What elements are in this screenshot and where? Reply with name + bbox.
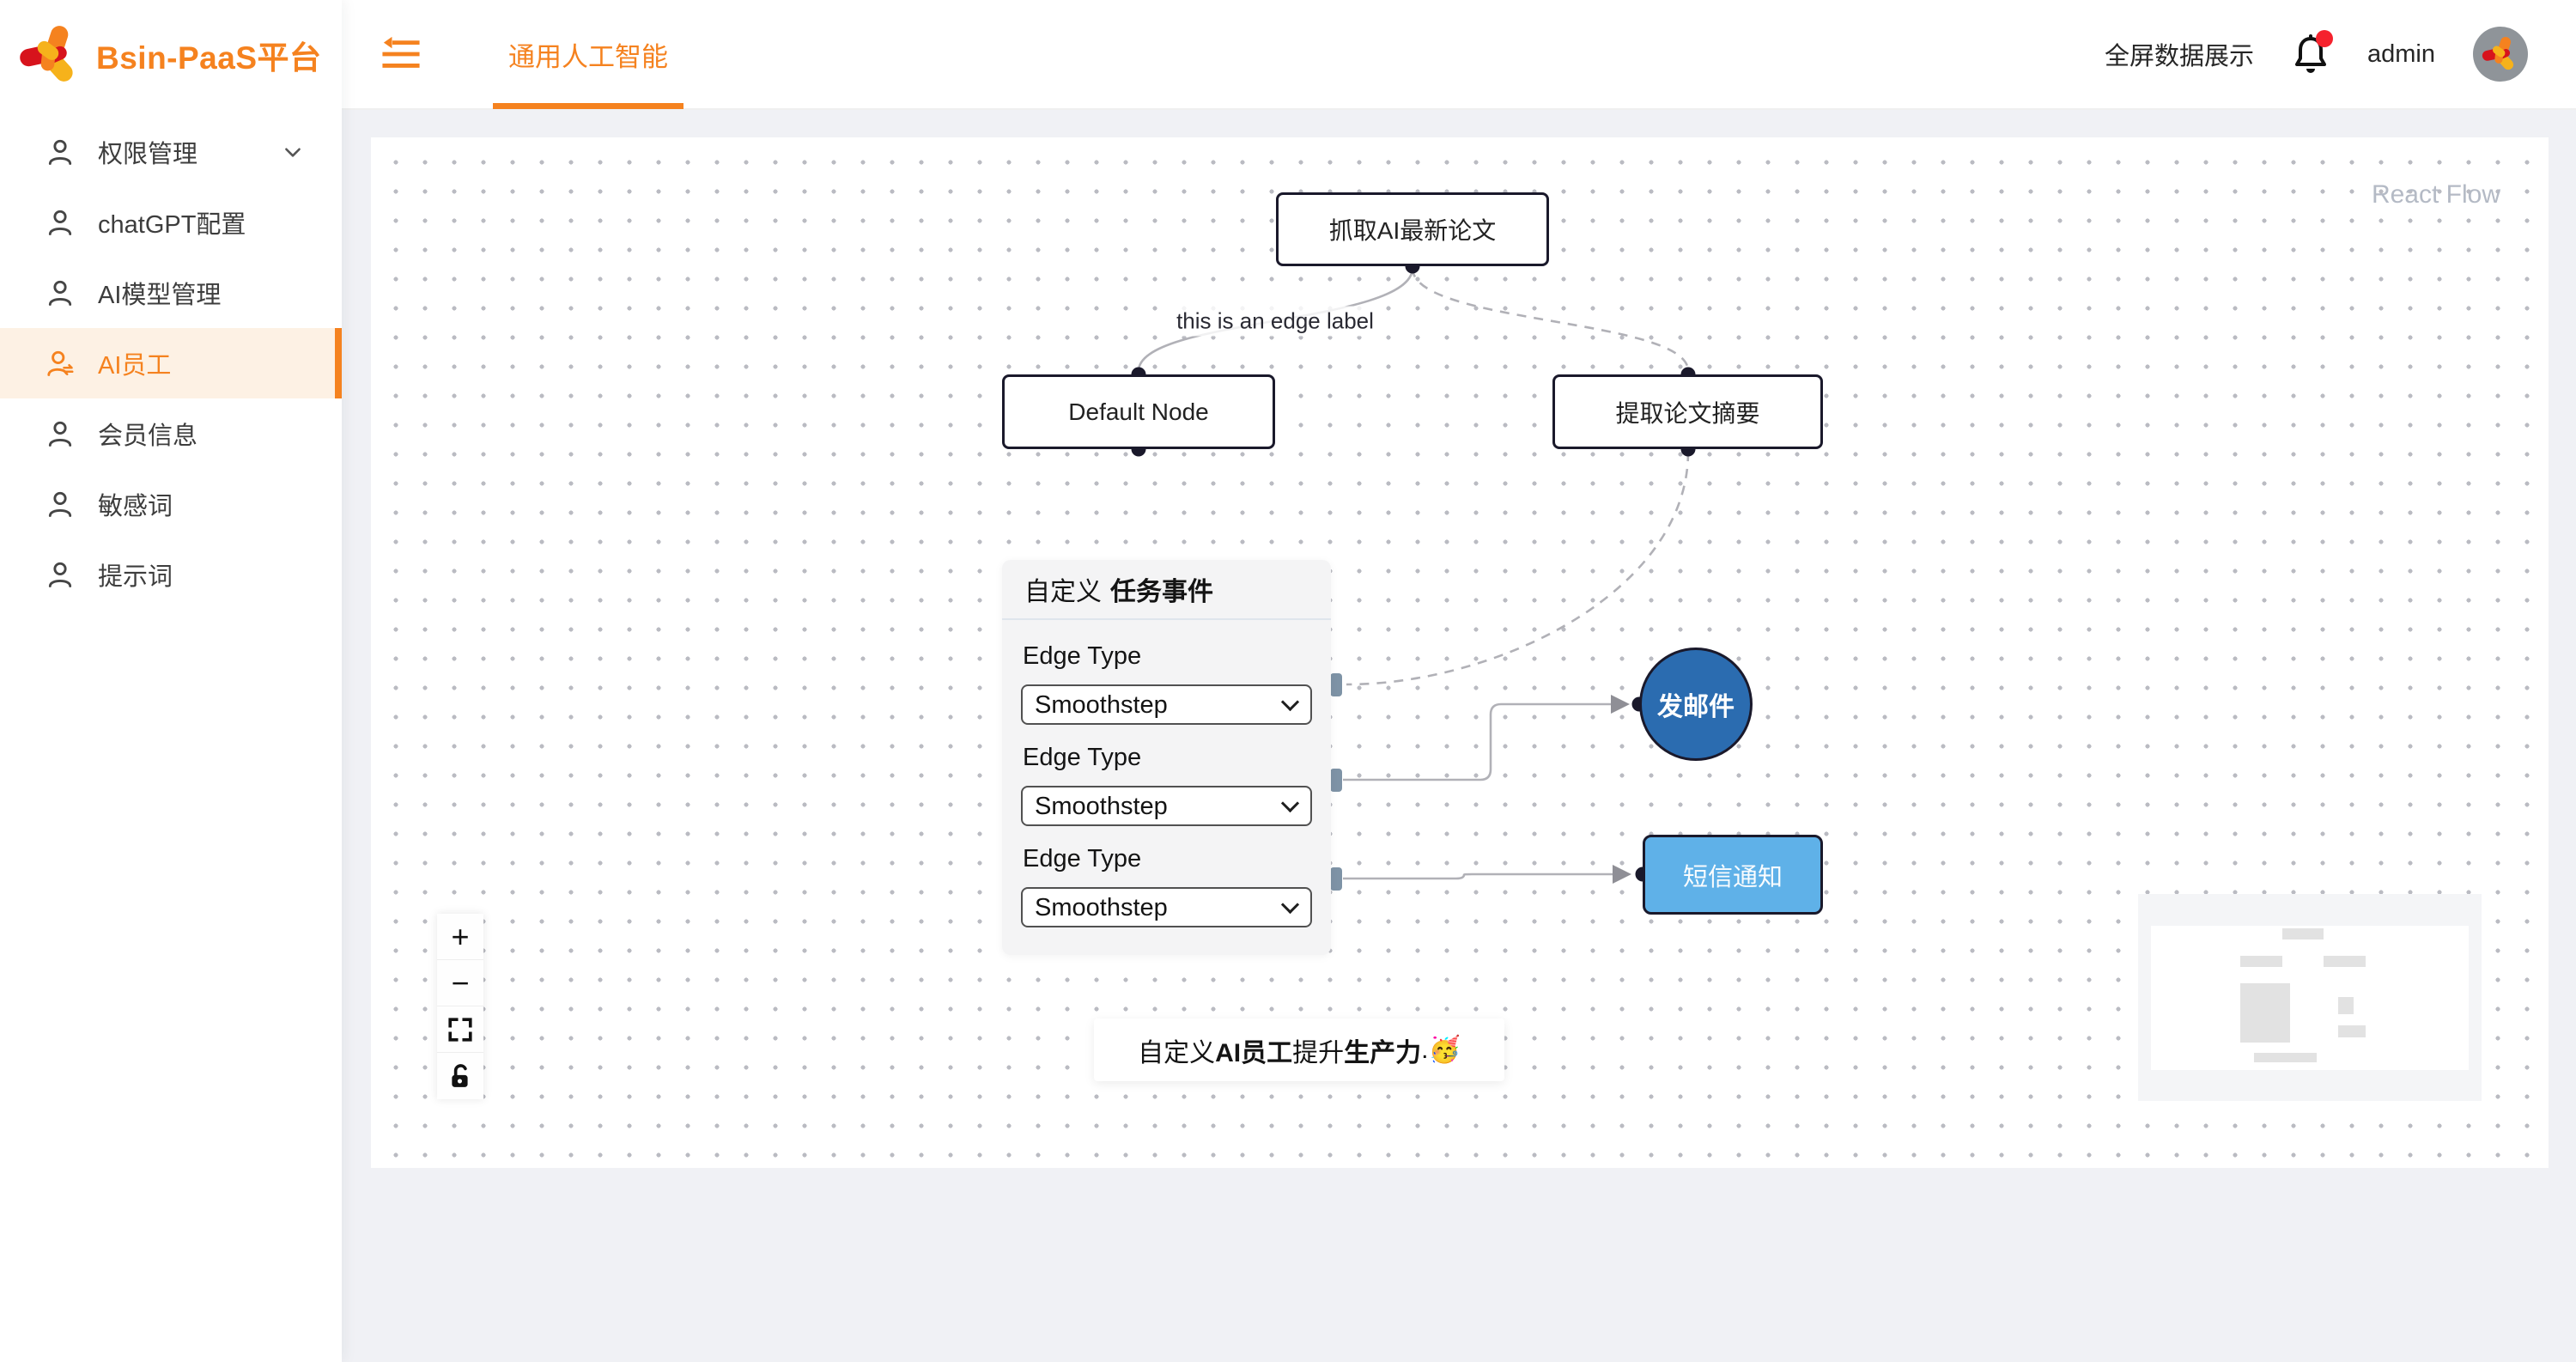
arrowhead-icon xyxy=(1611,695,1630,714)
fit-view-icon xyxy=(448,1017,472,1042)
node-fetch-ai-papers[interactable]: 抓取AI最新论文 xyxy=(1276,192,1549,266)
minimap-node xyxy=(2338,1025,2366,1037)
sidebar-item-label: AI员工 xyxy=(98,352,172,380)
node-label: Default Node xyxy=(1068,398,1209,425)
sidebar-item-label: 权限管理 xyxy=(98,141,198,168)
user-icon xyxy=(45,489,76,520)
edge-type-select-2[interactable]: Smoothstep xyxy=(1021,786,1312,826)
notification-bell[interactable] xyxy=(2292,30,2333,75)
minimap[interactable] xyxy=(2138,894,2482,1101)
brand-pinwheel-icon xyxy=(17,21,84,88)
edge-type-select-3[interactable]: Smoothstep xyxy=(1021,887,1312,927)
sidebar-item-label: 提示词 xyxy=(98,563,173,591)
sidebar-item-label: AI模型管理 xyxy=(98,282,222,309)
tab-general-ai[interactable]: 通用人工智能 xyxy=(493,0,683,109)
user-icon xyxy=(45,207,76,238)
sidebar-item-label: chatGPT配置 xyxy=(98,211,246,239)
sidebar-item-label: 会员信息 xyxy=(98,423,198,450)
sidebar-menu: 权限管理 chatGPT配置 AI模型管理 AI员工 会员信息 敏感词 提示词 xyxy=(0,110,342,610)
party-face-emoji: 🥳 xyxy=(1428,1036,1461,1064)
brand-logo[interactable]: Bsin-PaaS平台 xyxy=(0,0,342,110)
header-actions: 全屏数据展示 admin xyxy=(2105,27,2576,82)
tab-label: 通用人工智能 xyxy=(508,41,668,72)
node-sms-notify[interactable]: 短信通知 xyxy=(1643,835,1823,915)
sidebar-item-prompt-words[interactable]: 提示词 xyxy=(0,539,342,610)
lock-icon xyxy=(452,1064,468,1087)
edge-type-select-1[interactable]: Smoothstep xyxy=(1021,684,1312,725)
promo-text: 提升 xyxy=(1292,1038,1345,1067)
minimap-viewport xyxy=(2151,926,2469,1070)
tab-active-underline xyxy=(493,103,683,109)
arrowhead-icon xyxy=(1613,865,1631,884)
sidebar-item-chatgpt-config[interactable]: chatGPT配置 xyxy=(0,187,342,258)
brand-title: Bsin-PaaS平台 xyxy=(96,40,322,76)
node-label: 抓取AI最新论文 xyxy=(1328,217,1497,244)
panel-source-handles[interactable] xyxy=(1330,673,1342,891)
lock-button[interactable] xyxy=(437,1053,483,1099)
sidebar-item-label: 敏感词 xyxy=(98,493,173,520)
minimap-node xyxy=(2338,997,2354,1014)
node-label: 短信通知 xyxy=(1682,863,1783,891)
node-default[interactable]: Default Node xyxy=(1002,374,1275,449)
user-icon xyxy=(45,277,76,308)
edge-type-label: Edge Type xyxy=(1023,845,1142,873)
flow-controls: + − xyxy=(437,914,483,1099)
edge-type-label: Edge Type xyxy=(1023,744,1142,771)
zoom-in-icon: + xyxy=(451,918,470,954)
node-label: 发邮件 xyxy=(1657,693,1735,721)
menu-fold-icon[interactable] xyxy=(381,34,421,74)
avatar[interactable] xyxy=(2473,27,2528,82)
chevron-down-icon xyxy=(285,148,301,157)
user-icon xyxy=(45,418,76,449)
minimap-node xyxy=(2240,983,2290,1043)
username[interactable]: admin xyxy=(2367,40,2435,68)
promo-bold: 生产力 xyxy=(1344,1038,1422,1067)
user-icon xyxy=(45,559,76,590)
sidebar: Bsin-PaaS平台 权限管理 chatGPT配置 AI模型管理 AI员工 会… xyxy=(0,0,342,1362)
zoom-out-button[interactable]: − xyxy=(437,960,483,1006)
panel-title-prefix: 自定义 xyxy=(1024,578,1102,606)
sidebar-item-ai-model[interactable]: AI模型管理 xyxy=(0,258,342,328)
sidebar-item-member-info[interactable]: 会员信息 xyxy=(0,398,342,469)
promo-text: 自定义 xyxy=(1138,1038,1216,1067)
edge-panel-to-sms[interactable] xyxy=(1343,865,1631,884)
react-flow-attribution[interactable]: React Flow xyxy=(2371,180,2500,209)
panel-body: Edge Type Smoothstep Edge Type Smoothste… xyxy=(1002,620,1331,927)
node-label: 提取论文摘要 xyxy=(1615,399,1760,427)
node-send-email[interactable]: 发邮件 xyxy=(1639,648,1753,761)
promo-bold: AI员工 xyxy=(1215,1038,1293,1067)
panel-title: 自定义 任务事件 xyxy=(1002,560,1331,620)
minimap-node xyxy=(2324,956,2366,967)
user-switch-icon xyxy=(45,348,76,379)
promo-text: . xyxy=(1421,1035,1429,1064)
top-header: 通用人工智能 全屏数据展示 admin xyxy=(342,0,2576,110)
user-icon xyxy=(45,137,76,167)
notification-badge xyxy=(2316,30,2333,47)
avatar-pinwheel-icon xyxy=(2481,34,2520,74)
edge-label[interactable]: this is an edge label xyxy=(1170,306,1381,337)
custom-task-event-panel[interactable]: 自定义 任务事件 Edge Type Smoothstep Edge Type … xyxy=(1002,560,1331,955)
fit-view-button[interactable] xyxy=(437,1006,483,1053)
minimap-node xyxy=(2282,928,2324,939)
edge-paper-to-summary-dashed[interactable] xyxy=(1411,267,1690,372)
sidebar-item-sensitive-words[interactable]: 敏感词 xyxy=(0,469,342,539)
edge-type-label: Edge Type xyxy=(1023,642,1142,670)
node-extract-summary[interactable]: 提取论文摘要 xyxy=(1552,374,1823,449)
panel-title-bold: 任务事件 xyxy=(1110,578,1213,606)
flow-canvas[interactable]: 抓取AI最新论文 Default Node 提取论文摘要 发邮件 短信通知 th… xyxy=(371,137,2549,1168)
zoom-in-button[interactable]: + xyxy=(437,914,483,960)
minimap-node xyxy=(2240,956,2282,967)
edge-summary-to-panel-dashed[interactable] xyxy=(1346,451,1690,686)
sidebar-item-ai-employee[interactable]: AI员工 xyxy=(0,328,342,398)
promo-text-node[interactable]: 自定义 AI员工 提升 生产力. 🥳 xyxy=(1094,1018,1504,1081)
minimap-node xyxy=(2254,1053,2317,1062)
sidebar-item-permission[interactable]: 权限管理 xyxy=(0,117,342,187)
edge-panel-to-email[interactable] xyxy=(1343,695,1630,781)
zoom-out-icon: − xyxy=(451,964,470,1000)
fullscreen-data-link[interactable]: 全屏数据展示 xyxy=(2104,43,2254,70)
